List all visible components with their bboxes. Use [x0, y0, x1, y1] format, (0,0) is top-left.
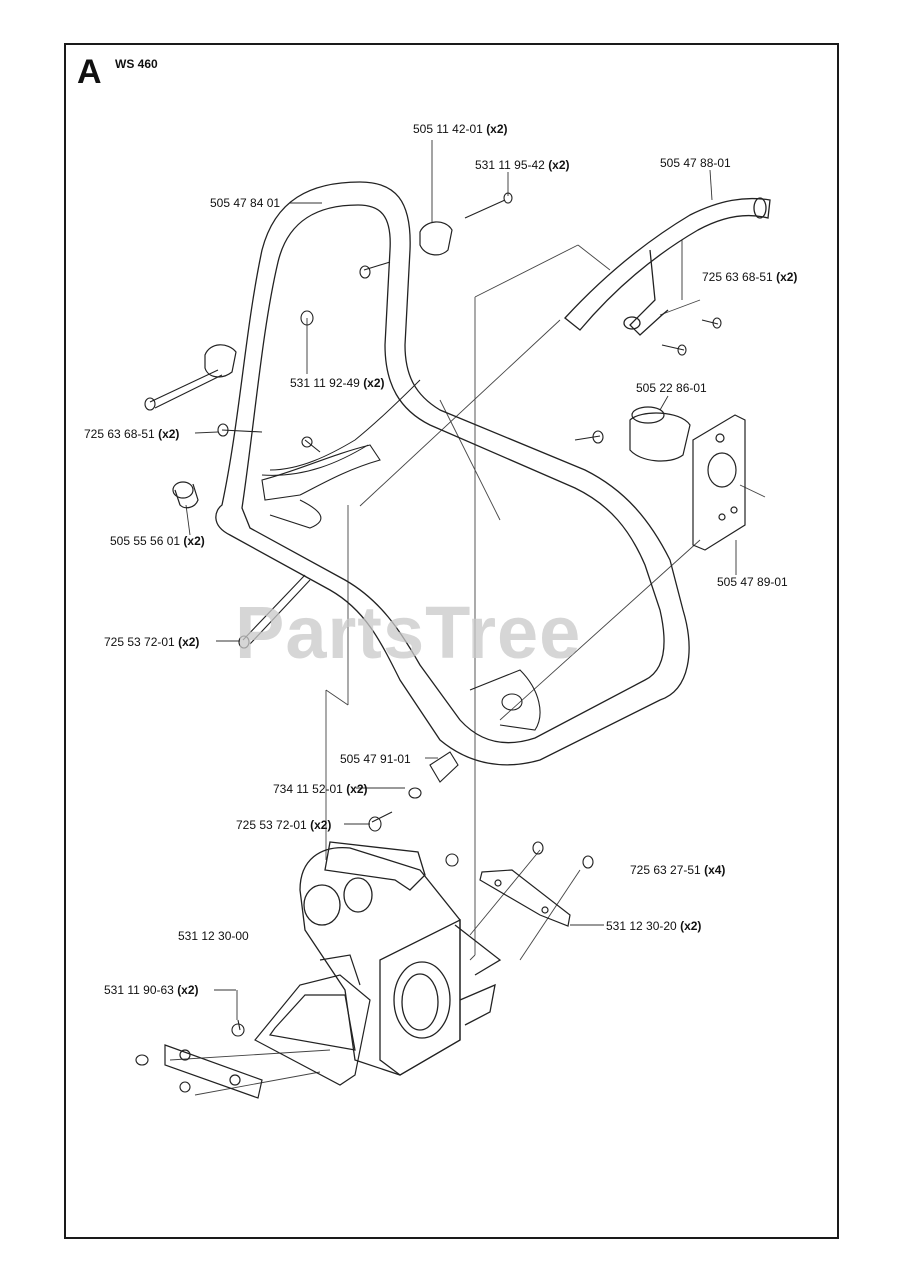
part-number: 725 53 72-01 — [236, 818, 307, 832]
part-number: 505 47 91-01 — [340, 752, 411, 766]
assembly-guides — [169, 244, 766, 1096]
brace-bracket — [261, 444, 541, 731]
part-number: 531 11 92-49 — [290, 376, 360, 390]
callout-531-11-90-63: 531 11 90-63 (x2) — [104, 984, 199, 996]
handle-tube — [215, 181, 690, 766]
watermark-text: PartsTree — [235, 591, 582, 674]
callout-725-63-27-51: 725 63 27-51 (x4) — [630, 864, 725, 876]
callout-531-11-95-42: 531 11 95-42 (x2) — [475, 159, 570, 171]
part-number: 531 11 95-42 — [475, 158, 545, 172]
diagram-frame — [64, 43, 839, 1239]
rubber-mounts — [172, 221, 691, 509]
part-qty: (x2) — [363, 376, 385, 390]
part-number: 505 47 88-01 — [660, 156, 731, 170]
part-qty: (x2) — [178, 635, 200, 649]
part-qty: (x2) — [680, 919, 702, 933]
part-number: 531 12 30-00 — [178, 929, 249, 943]
part-number: 725 63 68-51 — [84, 427, 155, 441]
callout-505-47-91-01: 505 47 91-01 — [340, 753, 411, 765]
part-number: 505 47 89-01 — [717, 575, 788, 589]
callout-505-22-86-01: 505 22 86-01 — [636, 382, 707, 394]
part-number: 734 11 52-01 — [273, 782, 343, 796]
callout-725-63-68-51-left: 725 63 68-51 (x2) — [84, 428, 179, 440]
part-qty: (x2) — [158, 427, 180, 441]
part-qty: (x2) — [177, 983, 199, 997]
gearbox-housing — [299, 841, 502, 1076]
callout-725-53-72-01-lower: 725 53 72-01 (x2) — [236, 819, 331, 831]
model-name: WS 460 — [115, 57, 158, 71]
section-letter: A — [77, 53, 102, 91]
part-number: 505 22 86-01 — [636, 381, 707, 395]
cable — [261, 379, 421, 476]
callout-734-11-52-01: 734 11 52-01 (x2) — [273, 783, 368, 795]
callout-531-12-30-20: 531 12 30-20 (x2) — [606, 920, 701, 932]
part-qty: (x4) — [704, 863, 726, 877]
mount-plate — [692, 414, 746, 551]
callout-531-12-30-00: 531 12 30-00 — [178, 930, 249, 942]
part-qty: (x2) — [346, 782, 368, 796]
part-number: 531 12 30-20 — [606, 919, 677, 933]
part-number: 505 11 42-01 — [413, 122, 483, 136]
upper-handle — [564, 197, 771, 336]
callout-505-47-89-01: 505 47 89-01 — [717, 576, 788, 588]
callout-531-11-92-49: 531 11 92-49 (x2) — [290, 377, 385, 389]
clamp-strip — [479, 869, 571, 927]
part-qty: (x2) — [310, 818, 332, 832]
part-qty: (x2) — [183, 534, 205, 548]
callout-505-47-84-01: 505 47 84 01 — [210, 197, 280, 209]
part-number: 505 55 56 01 — [110, 534, 181, 548]
callout-505-47-88-01: 505 47 88-01 — [660, 157, 731, 169]
skid-plate — [164, 954, 371, 1099]
part-qty: (x2) — [486, 122, 508, 136]
fasteners — [135, 192, 722, 1093]
leader-lines — [185, 140, 737, 1020]
callout-505-11-42-01: 505 11 42-01 (x2) — [413, 123, 508, 135]
part-number: 725 63 27-51 — [630, 863, 701, 877]
callout-505-55-56-01: 505 55 56 01 (x2) — [110, 535, 205, 547]
part-number: 531 11 90-63 — [104, 983, 174, 997]
callout-725-63-68-51-top: 725 63 68-51 (x2) — [702, 271, 797, 283]
part-qty: (x2) — [548, 158, 570, 172]
part-number: 505 47 84 01 — [210, 196, 281, 210]
part-number: 725 63 68-51 — [702, 270, 773, 284]
callout-725-53-72-01-upper: 725 53 72-01 (x2) — [104, 636, 199, 648]
part-qty: (x2) — [776, 270, 798, 284]
part-number: 725 53 72-01 — [104, 635, 175, 649]
